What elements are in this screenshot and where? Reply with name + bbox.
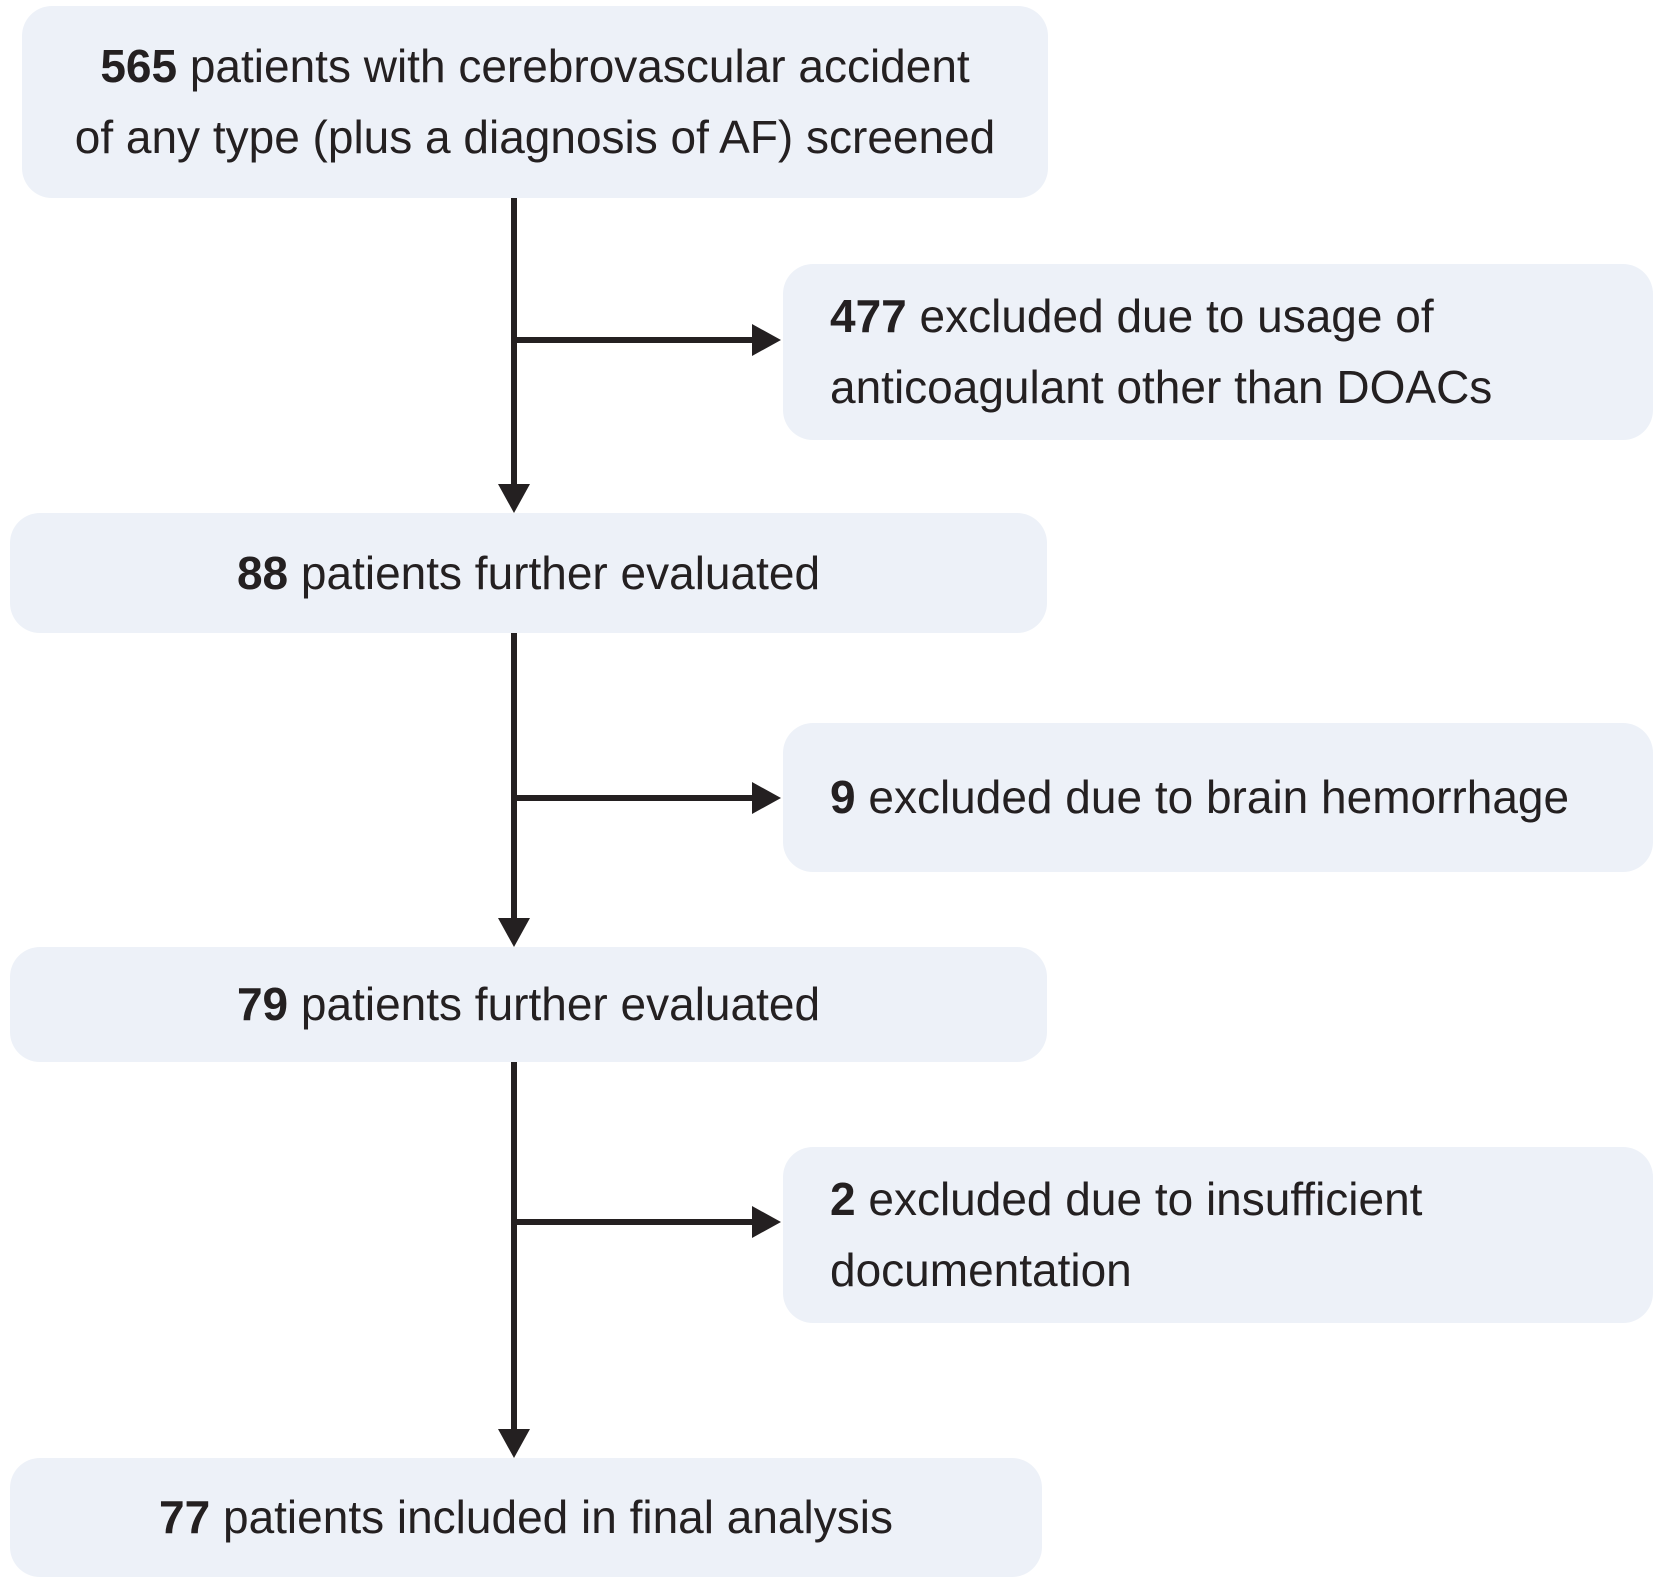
flow-box-evaluated-79: 79 patients further evaluated: [10, 947, 1047, 1062]
box-text: 88 patients further evaluated: [237, 538, 820, 609]
box-label-line2: documentation: [830, 1244, 1132, 1296]
box-label: patients further evaluated: [300, 978, 821, 1030]
box-text: 77 patients included in final analysis: [159, 1482, 893, 1553]
patient-count: 9: [830, 771, 856, 823]
box-label-line2: anticoagulant other than DOACs: [830, 361, 1493, 413]
box-label: excluded due to brain hemorrhage: [868, 771, 1570, 823]
box-label: excluded due to insufficient: [868, 1173, 1423, 1225]
arrow-evaluated-79-to-final: [498, 1062, 530, 1458]
flow-box-final-analysis: 77 patients included in final analysis: [10, 1458, 1042, 1577]
box-text: 565 patients with cerebrovascular accide…: [75, 31, 996, 173]
box-text: 2 excluded due to insufficient documenta…: [830, 1164, 1422, 1306]
patient-count: 477: [830, 290, 907, 342]
box-label: patients with cerebrovascular accident: [189, 40, 970, 92]
box-label-line2: of any type (plus a diagnosis of AF) scr…: [74, 111, 996, 163]
box-text: 477 excluded due to usage of anticoagula…: [830, 281, 1492, 423]
arrow-branch-excluded-documentation: [511, 1206, 781, 1238]
box-label: patients included in final analysis: [222, 1491, 893, 1543]
flow-box-excluded-doacs: 477 excluded due to usage of anticoagula…: [783, 264, 1653, 440]
arrow-branch-excluded-hemorrhage: [511, 782, 781, 814]
box-label: excluded due to usage of: [919, 290, 1434, 342]
arrow-evaluated-88-to-evaluated-79: [498, 633, 530, 947]
flow-box-screened: 565 patients with cerebrovascular accide…: [22, 6, 1048, 198]
flow-box-excluded-hemorrhage: 9 excluded due to brain hemorrhage: [783, 723, 1653, 872]
box-label: patients further evaluated: [300, 546, 821, 599]
box-text: 9 excluded due to brain hemorrhage: [830, 762, 1569, 833]
arrow-screened-to-evaluated-88: [498, 198, 530, 513]
patient-count: 79: [236, 978, 289, 1030]
arrow-branch-excluded-doacs: [511, 324, 781, 356]
patient-count: 565: [100, 40, 178, 92]
flow-box-excluded-documentation: 2 excluded due to insufficient documenta…: [783, 1147, 1653, 1323]
box-text: 79 patients further evaluated: [237, 969, 820, 1040]
flow-box-evaluated-88: 88 patients further evaluated: [10, 513, 1047, 633]
patient-count: 2: [830, 1173, 856, 1225]
patient-count: 88: [236, 546, 289, 599]
patient-count: 77: [159, 1491, 211, 1543]
